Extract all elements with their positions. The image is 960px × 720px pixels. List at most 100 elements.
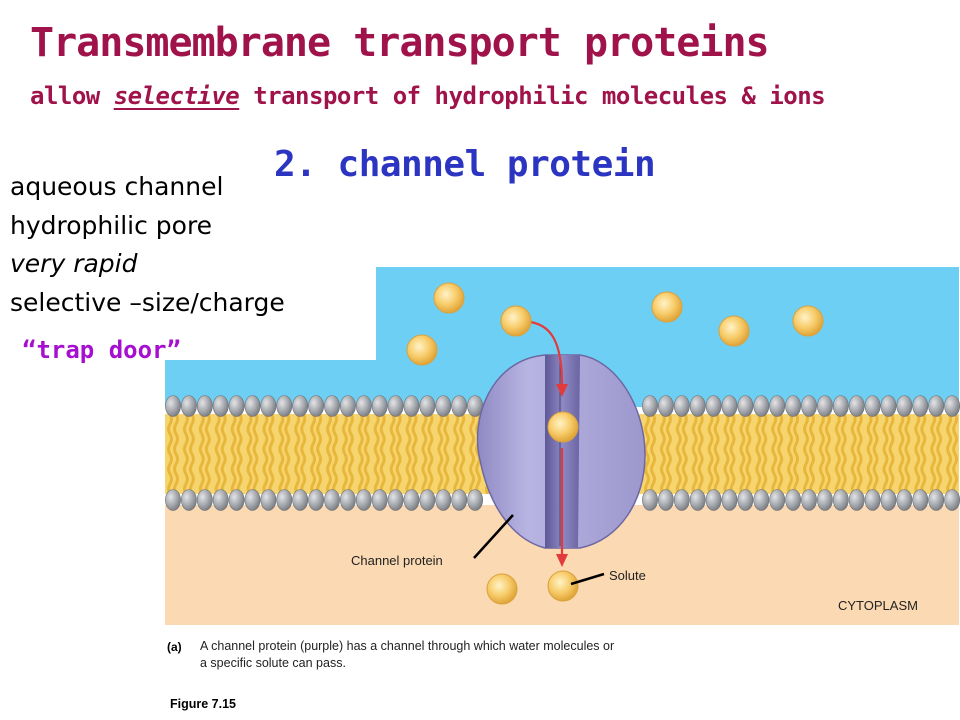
solute-label: Solute	[609, 568, 646, 583]
panel-label: (a)	[167, 640, 182, 654]
lipid-head	[180, 395, 197, 417]
lipid-head	[864, 489, 881, 511]
lipid-head	[658, 489, 674, 511]
lipid-head	[355, 395, 372, 417]
lipid-head	[880, 395, 897, 417]
lipid-head	[896, 395, 913, 417]
lipid-head	[912, 489, 929, 511]
slide-subtitle: allow selective transport of hydrophilic…	[30, 82, 826, 110]
solute-molecule	[500, 305, 532, 337]
solute-molecule	[547, 570, 579, 602]
subtitle-after: transport of hydrophilic molecules & ion…	[239, 82, 826, 110]
lipid-head	[196, 489, 213, 511]
lipid-head	[260, 395, 277, 417]
lipid-head	[928, 395, 945, 417]
lipid-head	[212, 489, 229, 511]
lipid-head	[928, 489, 945, 511]
lipid-head	[673, 395, 690, 417]
figure-caption: A channel protein (purple) has a channel…	[200, 639, 615, 670]
lipid-head	[324, 489, 340, 511]
lipid-head	[864, 395, 881, 417]
lipid-head	[435, 395, 452, 417]
lipid-head	[228, 395, 245, 417]
lipid-head	[689, 395, 706, 417]
lipid-head	[737, 489, 754, 511]
lipid-head	[817, 489, 833, 511]
lipid-head	[371, 489, 388, 511]
lipid-head	[467, 489, 483, 511]
lipid-head	[292, 395, 309, 417]
solute-molecule	[486, 573, 518, 605]
lipid-head	[912, 395, 929, 417]
lipid-head	[212, 395, 229, 417]
lipid-head	[658, 395, 674, 417]
slide-title: Transmembrane transport proteins	[30, 20, 770, 66]
lipid-head	[355, 489, 372, 511]
solute-molecule	[718, 315, 750, 347]
lipid-head	[451, 489, 468, 511]
property-item: selective –size/charge	[10, 287, 285, 317]
lipid-head	[753, 395, 770, 417]
lipid-head	[419, 489, 436, 511]
lipid-head	[832, 489, 849, 511]
solute-molecule	[406, 334, 438, 366]
lipid-head	[387, 489, 404, 511]
lipid-head	[387, 395, 404, 417]
channel-protein-leader	[473, 514, 514, 559]
channel-properties-list: aqueous channel hydrophilic pore very ra…	[10, 168, 285, 322]
lipid-head	[339, 395, 356, 417]
lipid-head	[880, 489, 897, 511]
lipid-head	[642, 395, 658, 417]
lipid-head	[165, 395, 181, 417]
channel-protein-label: Channel protein	[351, 553, 443, 568]
lipid-head	[721, 395, 738, 417]
lipid-head	[896, 489, 913, 511]
solute-molecule	[792, 305, 824, 337]
lipid-head	[276, 395, 293, 417]
lipid-head	[403, 489, 420, 511]
lipid-head	[848, 395, 865, 417]
lipid-head	[689, 489, 706, 511]
trap-door-label: “trap door”	[22, 336, 181, 364]
lipid-heads-bottom	[165, 489, 960, 511]
lipid-head	[419, 395, 436, 417]
lipid-head	[944, 395, 960, 417]
lipid-head	[705, 395, 722, 417]
lipid-head	[180, 489, 197, 511]
lipid-head	[308, 489, 324, 511]
lipid-head	[801, 489, 817, 511]
lipid-head	[832, 395, 849, 417]
lipid-head	[642, 489, 658, 511]
lipid-head	[276, 489, 293, 511]
subtitle-before: allow	[30, 82, 114, 110]
lipid-heads-top	[165, 395, 960, 417]
lipid-head	[673, 489, 690, 511]
lipid-head	[228, 489, 245, 511]
lipid-head	[753, 489, 770, 511]
lipid-head	[848, 489, 865, 511]
lipid-head	[371, 395, 388, 417]
lipid-head	[165, 489, 181, 511]
lipid-head	[339, 489, 356, 511]
lipid-head	[817, 395, 833, 417]
cytoplasm-label: CYTOPLASM	[838, 598, 918, 613]
solute-leader	[570, 572, 605, 586]
lipid-head	[260, 489, 277, 511]
lipid-head	[244, 489, 261, 511]
solute-path-arrow	[529, 320, 568, 567]
lipid-head	[196, 395, 213, 417]
property-item: hydrophilic pore	[10, 210, 213, 240]
solute-molecule	[547, 411, 579, 443]
lipid-head	[435, 489, 452, 511]
figure-number: Figure 7.15	[170, 697, 236, 711]
section-heading: 2. channel protein	[274, 144, 656, 185]
lipid-head	[403, 395, 420, 417]
property-item: very rapid	[10, 249, 138, 278]
solute-molecules	[406, 282, 824, 605]
lipid-head	[324, 395, 340, 417]
lipid-head	[769, 395, 786, 417]
lipid-head	[737, 395, 754, 417]
lipid-head	[785, 395, 801, 417]
lipid-head	[944, 489, 960, 511]
